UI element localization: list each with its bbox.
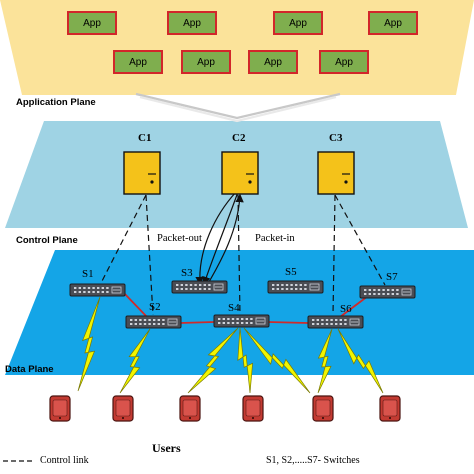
control-link-c1-s2	[145, 194, 154, 316]
control-link-c3-s6	[332, 194, 336, 316]
user-devices	[49, 395, 401, 422]
controllers	[123, 151, 355, 195]
switch-s5[interactable]	[267, 280, 324, 294]
application-plane-label: Application Plane	[16, 97, 96, 108]
wireless-link-s1-user1	[77, 296, 101, 392]
user-device-4[interactable]	[242, 395, 264, 422]
app-box-8[interactable]: App	[319, 50, 369, 74]
app-box-1[interactable]: App	[67, 11, 117, 35]
legend-switches-label: S1, S2,.....S7- Switches	[266, 455, 360, 466]
switch-s6[interactable]	[307, 315, 364, 329]
controller-label-c3: C3	[329, 132, 343, 144]
app-box-6[interactable]: App	[181, 50, 231, 74]
users-label: Users	[152, 441, 181, 455]
data-plane-label: Data Plane	[5, 364, 54, 375]
packet-out-arrow	[195, 191, 237, 286]
user-device-1[interactable]	[49, 395, 71, 422]
user-device-6[interactable]	[379, 395, 401, 422]
switch-s7[interactable]	[359, 285, 416, 299]
legend-control-link-label: Control link	[40, 455, 89, 466]
controller-c1[interactable]	[123, 151, 161, 195]
switch-label-s2: S2	[149, 301, 161, 313]
switch-label-s7: S7	[386, 271, 398, 283]
wireless-link-s4-user4	[237, 327, 254, 394]
switch-label-s6: S6	[340, 303, 352, 315]
switch-s2[interactable]	[125, 315, 182, 329]
wireless-link-s2-user2	[119, 328, 151, 394]
control-plane-label: Control Plane	[16, 235, 78, 246]
user-device-3[interactable]	[179, 395, 201, 422]
controller-label-c1: C1	[138, 132, 152, 144]
app-box-3[interactable]: App	[273, 11, 323, 35]
switches	[69, 280, 416, 329]
user-device-2[interactable]	[112, 395, 134, 422]
controller-c3[interactable]	[317, 151, 355, 195]
wireless-link-s4-user3	[187, 327, 239, 394]
packet-flows	[195, 191, 244, 288]
data-links	[122, 291, 369, 324]
switch-s4[interactable]	[213, 314, 270, 328]
control-link-c3-s7	[334, 194, 386, 286]
control-link-c2-s4	[237, 194, 241, 316]
switch-s3[interactable]	[171, 280, 228, 294]
data-link-s4-s6	[267, 321, 309, 324]
app-box-2[interactable]: App	[167, 11, 217, 35]
wireless-link-s4-user5	[243, 327, 311, 394]
wireless-link-s6-user5	[317, 328, 333, 394]
switch-label-s4: S4	[228, 302, 240, 314]
switch-s1[interactable]	[69, 283, 126, 297]
packet-in-arrow	[205, 193, 244, 288]
control-links	[99, 194, 386, 316]
data-link-s6-s7	[339, 295, 369, 318]
data-plane	[5, 250, 474, 375]
controller-label-c2: C2	[232, 132, 246, 144]
app-box-4[interactable]: App	[368, 11, 418, 35]
data-link-s1-s2	[122, 291, 149, 319]
northbound-interface	[135, 92, 341, 123]
packet-out-arrow-2	[202, 191, 239, 286]
data-link-s2-s4	[179, 321, 215, 324]
switch-label-s1: S1	[82, 268, 94, 280]
user-device-5[interactable]	[312, 395, 334, 422]
packet-in-label: Packet-in	[255, 233, 295, 244]
app-box-7[interactable]: App	[248, 50, 298, 74]
wireless-link-s6-user6	[337, 328, 384, 394]
packet-out-label: Packet-out	[157, 233, 202, 244]
switch-label-s3: S3	[181, 267, 193, 279]
app-box-5[interactable]: App	[113, 50, 163, 74]
wireless-links	[77, 296, 384, 394]
switch-label-s5: S5	[285, 266, 297, 278]
control-link-c1-s1	[99, 194, 147, 286]
controller-c2[interactable]	[221, 151, 259, 195]
